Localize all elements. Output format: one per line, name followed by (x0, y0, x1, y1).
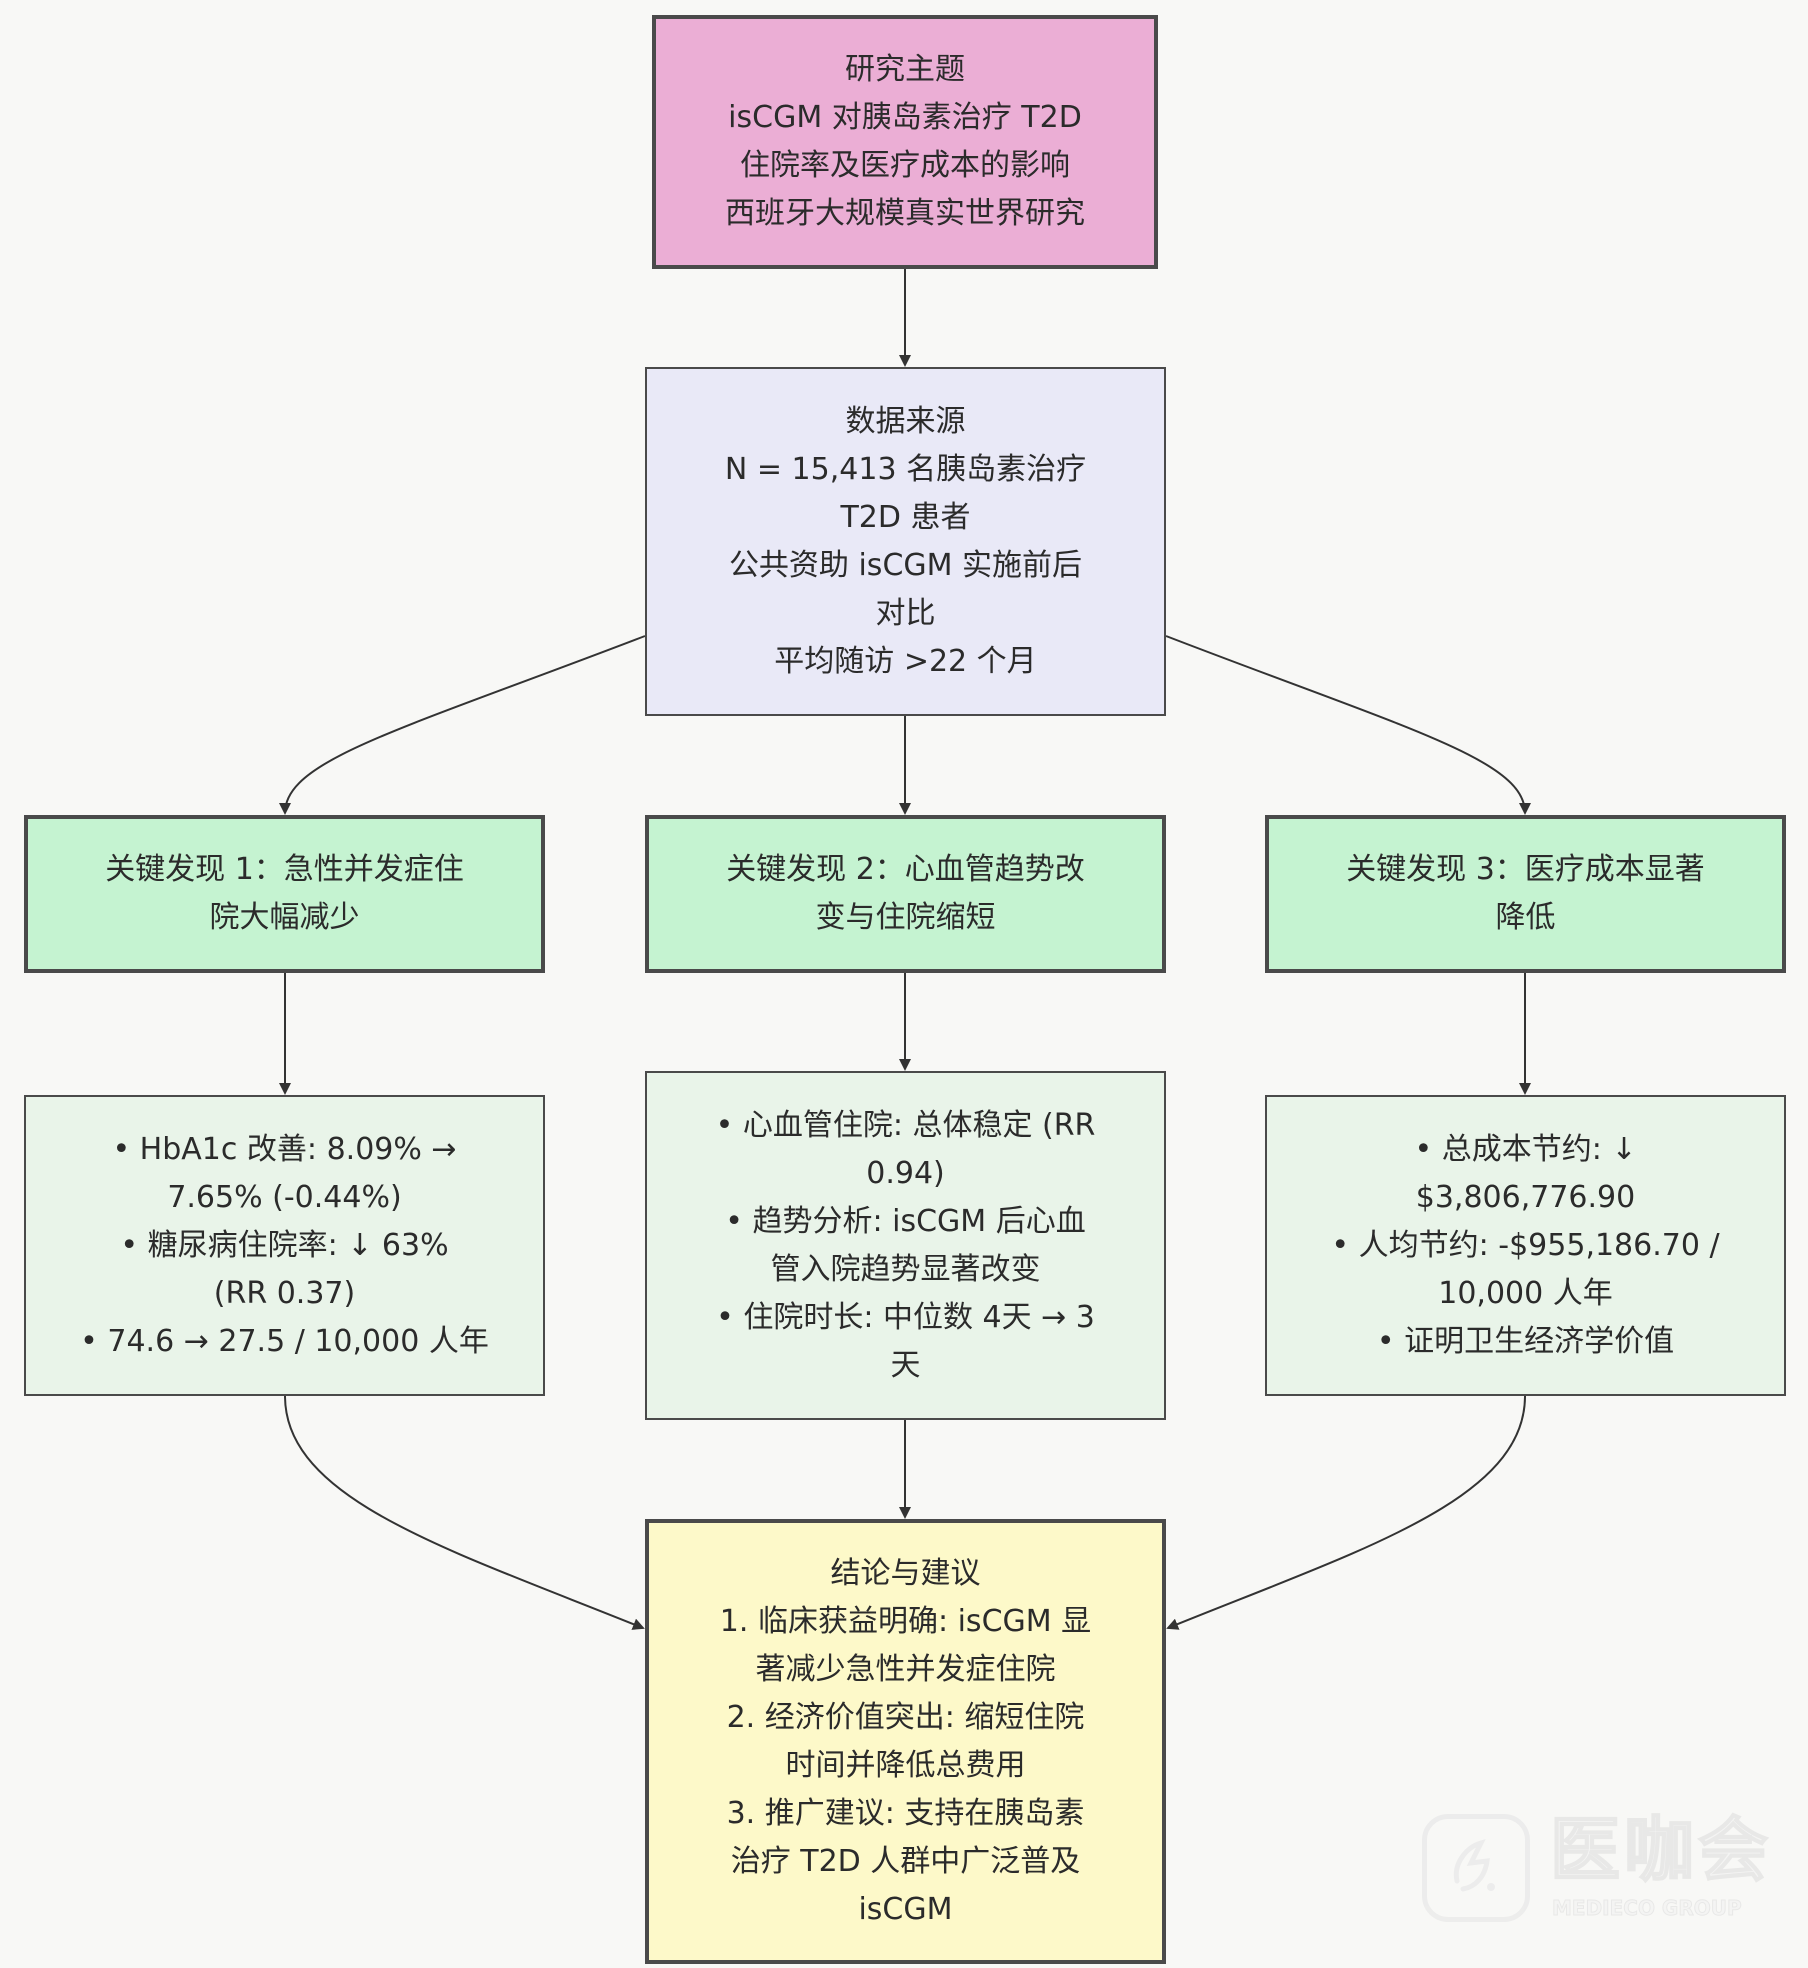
node-research-topic: 研究主题 isCGM 对胰岛素治疗 T2D 住院率及医疗成本的影响 西班牙大规模… (652, 15, 1158, 269)
node-text-line: • 74.6 → 27.5 / 10,000 人年 (80, 1323, 489, 1359)
node-text-line: 管入院趋势显著改变 (770, 1251, 1041, 1287)
node-text-line: 结论与建议 (830, 1555, 981, 1591)
node-text-line: 7.65% (-0.44%) (167, 1179, 402, 1215)
node-text-line: 关键发现 1：急性并发症住 (105, 852, 464, 887)
node-text-line: • 心血管住院: 总体稳定 (RR (715, 1107, 1096, 1143)
node-text-line: 院大幅减少 (209, 900, 360, 935)
edge-source-to-finding3 (1165, 635, 1531, 815)
node-conclusion: 结论与建议 1. 临床获益明确: isCGM 显 著减少急性并发症住院 2. 经… (645, 1519, 1166, 1964)
node-text-line: • 糖尿病住院率: ↓ 63% (120, 1227, 449, 1263)
watermark-logo-icon (1422, 1814, 1530, 1922)
node-text-line: 对比 (875, 595, 936, 631)
node-text-line: 变与住院缩短 (815, 900, 996, 935)
node-text-line: (RR 0.37) (213, 1275, 356, 1311)
node-text-line: 0.94) (866, 1155, 945, 1191)
node-text-line: 10,000 人年 (1438, 1275, 1613, 1311)
node-text-line: N = 15,413 名胰岛素治疗 (724, 451, 1087, 487)
edge-detail1-to-conclusion (284, 1395, 645, 1630)
watermark-sub: MEDIECO GROUP (1552, 1896, 1743, 1921)
node-text-line: 住院率及医疗成本的影响 (740, 148, 1070, 183)
node-text-line: • 人均节约: -$955,186.70 / (1331, 1227, 1720, 1263)
edge-detail3-to-conclusion (1166, 1395, 1526, 1630)
node-key-finding-2: 关键发现 2：心血管趋势改 变与住院缩短 (645, 815, 1166, 973)
node-text-line: 2. 经济价值突出: 缩短住院 (726, 1699, 1085, 1735)
node-text-line: $3,806,776.90 (1415, 1179, 1636, 1215)
node-key-finding-1: 关键发现 1：急性并发症住 院大幅减少 (24, 815, 545, 973)
node-text-line: 关键发现 3：医疗成本显著 (1346, 852, 1705, 887)
watermark-name: 医咖会 (1549, 1809, 1772, 1891)
node-text-line: T2D 患者 (840, 499, 971, 535)
node-text-line: • 总成本节约: ↓ (1414, 1131, 1637, 1167)
node-text-line: • 趋势分析: isCGM 后心血 (725, 1203, 1086, 1239)
node-text-line: 著减少急性并发症住院 (755, 1651, 1056, 1687)
edge-source-to-finding1 (279, 635, 646, 815)
node-text-line: 治疗 T2D 人群中广泛普及 (730, 1843, 1081, 1879)
node-text-line: 数据来源 (845, 403, 966, 439)
node-text-line: 3. 推广建议: 支持在胰岛素 (726, 1795, 1085, 1831)
node-text-line: 时间并降低总费用 (785, 1747, 1026, 1783)
node-detail-1: • HbA1c 改善: 8.09% → 7.65% (-0.44%) • 糖尿病… (24, 1095, 545, 1396)
node-text-line: • 证明卫生经济学价值 (1376, 1323, 1675, 1359)
node-text-line: • HbA1c 改善: 8.09% → (112, 1131, 457, 1167)
node-detail-2: • 心血管住院: 总体稳定 (RR 0.94) • 趋势分析: isCGM 后心… (645, 1071, 1166, 1420)
node-text-line: 天 (890, 1347, 921, 1383)
node-text-line: • 住院时长: 中位数 4天 → 3 (716, 1299, 1095, 1335)
node-text-line: 1. 临床获益明确: isCGM 显 (719, 1603, 1092, 1639)
node-text-line: 研究主题 (845, 52, 965, 87)
node-text-line: isCGM 对胰岛素治疗 T2D (728, 100, 1082, 135)
node-text-line: 降低 (1495, 900, 1556, 935)
node-text-line: 西班牙大规模真实世界研究 (725, 196, 1085, 231)
node-text-line: 平均随访 >22 个月 (774, 643, 1037, 679)
node-detail-3: • 总成本节约: ↓ $3,806,776.90 • 人均节约: -$955,1… (1265, 1095, 1786, 1396)
watermark: 医咖会 MEDIECO GROUP (1422, 1809, 1782, 1928)
node-text-line: isCGM (858, 1891, 953, 1927)
node-text-line: 公共资助 isCGM 实施前后 (728, 547, 1083, 583)
node-data-source: 数据来源 N = 15,413 名胰岛素治疗 T2D 患者 公共资助 isCGM… (645, 367, 1166, 716)
node-key-finding-3: 关键发现 3：医疗成本显著 降低 (1265, 815, 1786, 973)
node-text-line: 关键发现 2：心血管趋势改 (726, 852, 1085, 887)
